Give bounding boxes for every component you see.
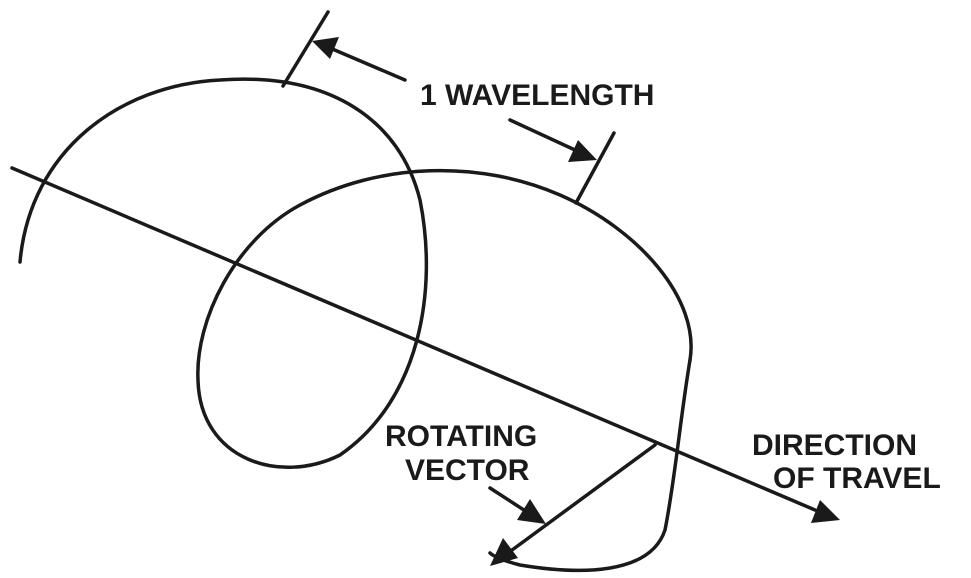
rotating-vector-pointer: [488, 486, 529, 514]
helix-first-loop: [18, 77, 693, 469]
direction-arrowhead: [811, 500, 840, 523]
helix-second-loop: [488, 358, 692, 573]
wavelength-arrow-left: [328, 46, 407, 82]
wavelength-arrowhead-left: [312, 37, 339, 59]
direction-of-travel-label-line-2: OF TRAVEL: [773, 462, 941, 495]
wavelength-tick-left: [281, 10, 330, 88]
rotating-vector-label-line-2: VECTOR: [405, 454, 530, 487]
rotating-vector-label-line-1: ROTATING: [385, 420, 538, 453]
propagation-axis: [10, 166, 817, 512]
rotating-vector-arrow: [506, 443, 657, 555]
wavelength-tick-right: [574, 131, 616, 205]
direction-of-travel-label-line-1: DIRECTION: [752, 429, 917, 462]
wavelength-label: 1 WAVELENGTH: [420, 79, 655, 112]
wavelength-arrowhead-right: [568, 140, 597, 162]
rotating-vector-pointer-head: [517, 499, 546, 524]
wavelength-arrow-right: [508, 118, 577, 152]
rotating-vector-arrowhead: [490, 538, 518, 566]
